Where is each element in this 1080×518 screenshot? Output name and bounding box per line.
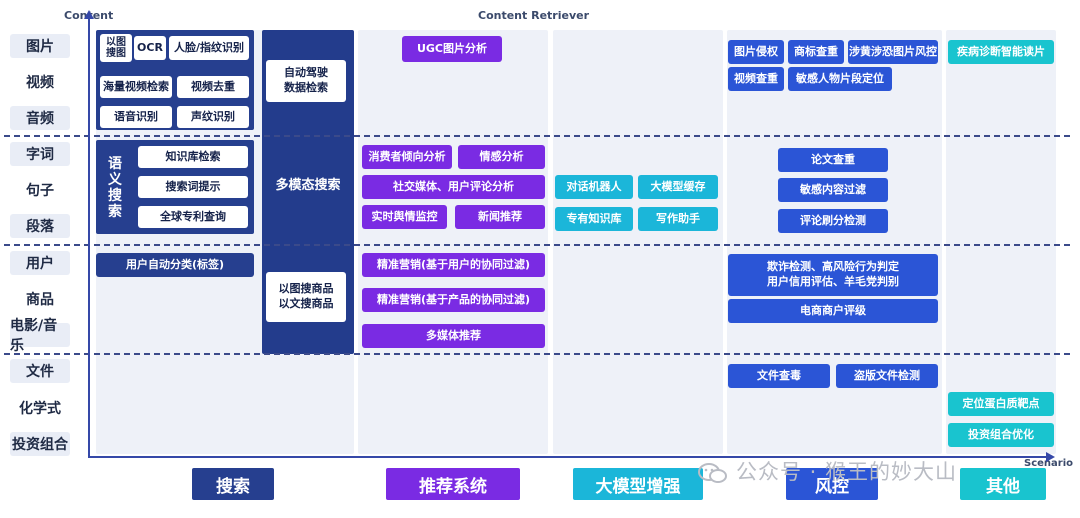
ugc-analysis-tile: UGC图片分析 bbox=[402, 36, 502, 62]
patent-search-tile: 全球专利查询 bbox=[138, 206, 248, 228]
x-axis-title: Scenario bbox=[1024, 458, 1074, 469]
writing-assistant-tile: 写作助手 bbox=[638, 207, 718, 231]
user-tagging-tile: 用户自动分类(标签) bbox=[96, 253, 254, 277]
y-axis-arrow bbox=[84, 10, 94, 19]
row-label: 图片 bbox=[10, 34, 70, 58]
watermark-text: 公众号 · 猴王的妙大山 bbox=[736, 460, 958, 484]
sensitive-content-tile: 敏感内容过滤 bbox=[778, 178, 888, 202]
item-cf-marketing-tile: 精准营销(基于产品的协同过滤) bbox=[362, 288, 545, 312]
consumer-analysis-tile: 消费者倾向分析 bbox=[362, 145, 452, 169]
news-recommendation-tile: 新闻推荐 bbox=[455, 205, 545, 229]
sensitive-person-tile: 敏感人物片段定位 bbox=[788, 67, 892, 91]
row-label: 投资组合 bbox=[10, 432, 70, 456]
product-search-tile: 以图搜商品 以文搜商品 bbox=[266, 272, 346, 322]
knowledge-base-tile: 知识库检索 bbox=[138, 146, 248, 168]
category-recommendation: 推荐系统 bbox=[386, 468, 520, 500]
other-column bbox=[946, 30, 1056, 454]
x-axis-line bbox=[88, 456, 1048, 458]
row-label: 音频 bbox=[10, 106, 70, 130]
category-llm-enhancement: 大模型增强 bbox=[573, 468, 703, 500]
category-risk-control: 风控 bbox=[786, 468, 878, 500]
row-label: 视频 bbox=[26, 75, 54, 91]
risk-column bbox=[727, 30, 942, 454]
virus-scan-tile: 文件查毒 bbox=[728, 364, 830, 388]
speech-recognition-tile: 语音识别 bbox=[100, 106, 172, 128]
chatbot-tile: 对话机器人 bbox=[555, 175, 633, 199]
portfolio-optimization-tile: 投资组合优化 bbox=[948, 423, 1054, 447]
row-label: 段落 bbox=[10, 214, 70, 238]
y-axis-line bbox=[88, 16, 90, 458]
fraud-detection-tile: 欺诈检测、高风险行为判定 用户信用评估、羊毛党判别 bbox=[728, 254, 938, 296]
row-group-divider bbox=[4, 244, 1070, 246]
voiceprint-tile: 声纹识别 bbox=[177, 106, 249, 128]
row-label: 化学式 bbox=[19, 401, 61, 417]
wechat-icon bbox=[698, 463, 727, 483]
merchant-rating-tile: 电商商户评级 bbox=[728, 299, 938, 323]
face-fingerprint-tile: 人脸/指纹识别 bbox=[169, 36, 249, 60]
video-duplicate-tile: 视频查重 bbox=[728, 67, 784, 91]
x-axis-arrow bbox=[1046, 452, 1055, 462]
piracy-detection-tile: 盗版文件检测 bbox=[836, 364, 938, 388]
image-search-tile: 以图 搜图 bbox=[100, 34, 132, 62]
multimedia-recommendation-tile: 多媒体推荐 bbox=[362, 324, 545, 348]
social-media-analysis-tile: 社交媒体、用户评论分析 bbox=[362, 175, 545, 199]
private-kb-tile: 专有知识库 bbox=[555, 207, 633, 231]
row-label: 句子 bbox=[26, 183, 54, 199]
trademark-check-tile: 商标查重 bbox=[788, 40, 844, 64]
row-label: 用户 bbox=[10, 251, 70, 275]
llm-cache-tile: 大模型缓存 bbox=[638, 175, 718, 199]
protein-target-tile: 定位蛋白质靶点 bbox=[948, 392, 1054, 416]
user-cf-marketing-tile: 精准营销(基于用户的协同过滤) bbox=[362, 253, 545, 277]
review-spam-tile: 评论刷分检测 bbox=[778, 209, 888, 233]
video-dedup-tile: 视频去重 bbox=[177, 76, 249, 98]
recommendation-column bbox=[358, 30, 548, 454]
row-label: 商品 bbox=[26, 292, 54, 308]
multimodal-search-label: 多模态搜索 bbox=[275, 178, 341, 194]
row-group-divider bbox=[4, 135, 1070, 137]
row-group-divider bbox=[4, 353, 1070, 355]
opinion-monitoring-tile: 实时舆情监控 bbox=[362, 205, 447, 229]
ocr-tile: OCR bbox=[134, 36, 166, 60]
video-search-tile: 海量视频检索 bbox=[100, 76, 172, 98]
paper-duplicate-tile: 论文查重 bbox=[778, 148, 888, 172]
porn-terror-risk-tile: 涉黄涉恐图片风控 bbox=[848, 40, 938, 64]
category-other: 其他 bbox=[960, 468, 1046, 500]
image-infringement-tile: 图片侵权 bbox=[728, 40, 784, 64]
top-axis-title: Content Retriever bbox=[478, 9, 589, 22]
semantic-search-label: 语 义 搜 索 bbox=[108, 155, 122, 221]
sentiment-analysis-tile: 情感分析 bbox=[458, 145, 545, 169]
category-search: 搜索 bbox=[192, 468, 274, 500]
llm-column bbox=[553, 30, 723, 454]
query-suggestion-tile: 搜索词提示 bbox=[138, 176, 248, 198]
row-label: 字词 bbox=[10, 142, 70, 166]
autodrive-retrieval-tile: 自动驾驶 数据检索 bbox=[266, 60, 346, 102]
disease-diagnosis-tile: 疾病诊断智能读片 bbox=[948, 40, 1054, 64]
row-label: 电影/音乐 bbox=[10, 318, 70, 354]
row-label: 文件 bbox=[10, 359, 70, 383]
